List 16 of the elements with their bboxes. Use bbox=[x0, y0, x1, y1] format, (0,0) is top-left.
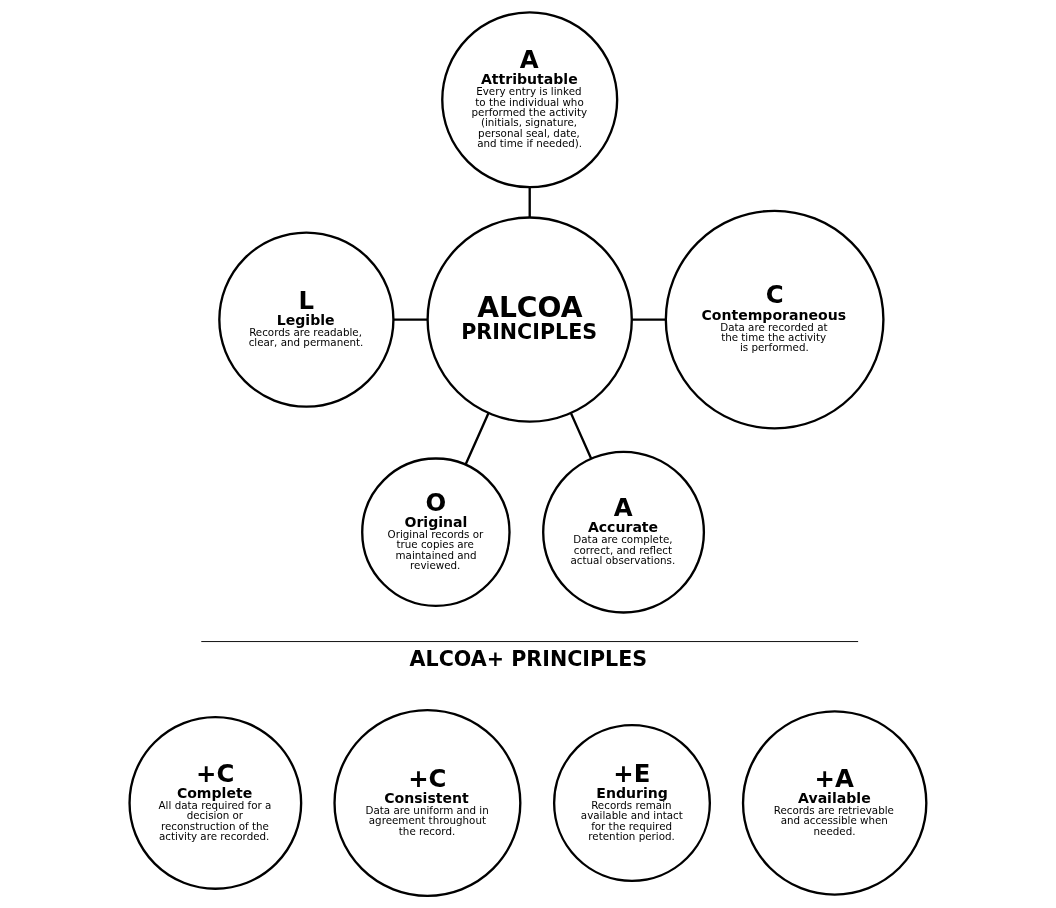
node-circle: O Original Original records or true copies are maintained and reviewed. bbox=[361, 457, 511, 607]
node-circle: ALCOA PRINCIPLES bbox=[426, 216, 633, 423]
node-circle: +C Complete All data required for a decision or reconstruction of the activity are recorded. bbox=[128, 716, 303, 890]
node-circle: +C Consistent Data are uniform and in agreement throughout the record. bbox=[333, 708, 522, 897]
connector bbox=[528, 187, 531, 218]
connector bbox=[464, 412, 490, 466]
node-circle: L Legible Records are readable, clear, and permanent. bbox=[218, 231, 395, 408]
node-circle: A Accurate Data are complete, correct, and reflect actual observations. bbox=[542, 450, 706, 614]
connector bbox=[569, 412, 593, 459]
node-circle: +E Enduring Records remain available and intact for the required retention period. bbox=[552, 723, 711, 882]
connector bbox=[393, 318, 428, 321]
node-circle: C Contemporaneous Data are recorded at the time the activity is performed. bbox=[664, 209, 885, 430]
label: ALCOA+ PRINCIPLES bbox=[409, 646, 648, 671]
node-circle: A Attributable Every entry is linked to the individual who performed the activity (initials, signature, personal seal, date, and time if needed). bbox=[441, 11, 619, 189]
node-circle: +A Available Records are retrievable and accessible when needed. bbox=[741, 710, 928, 896]
connector bbox=[632, 318, 666, 321]
